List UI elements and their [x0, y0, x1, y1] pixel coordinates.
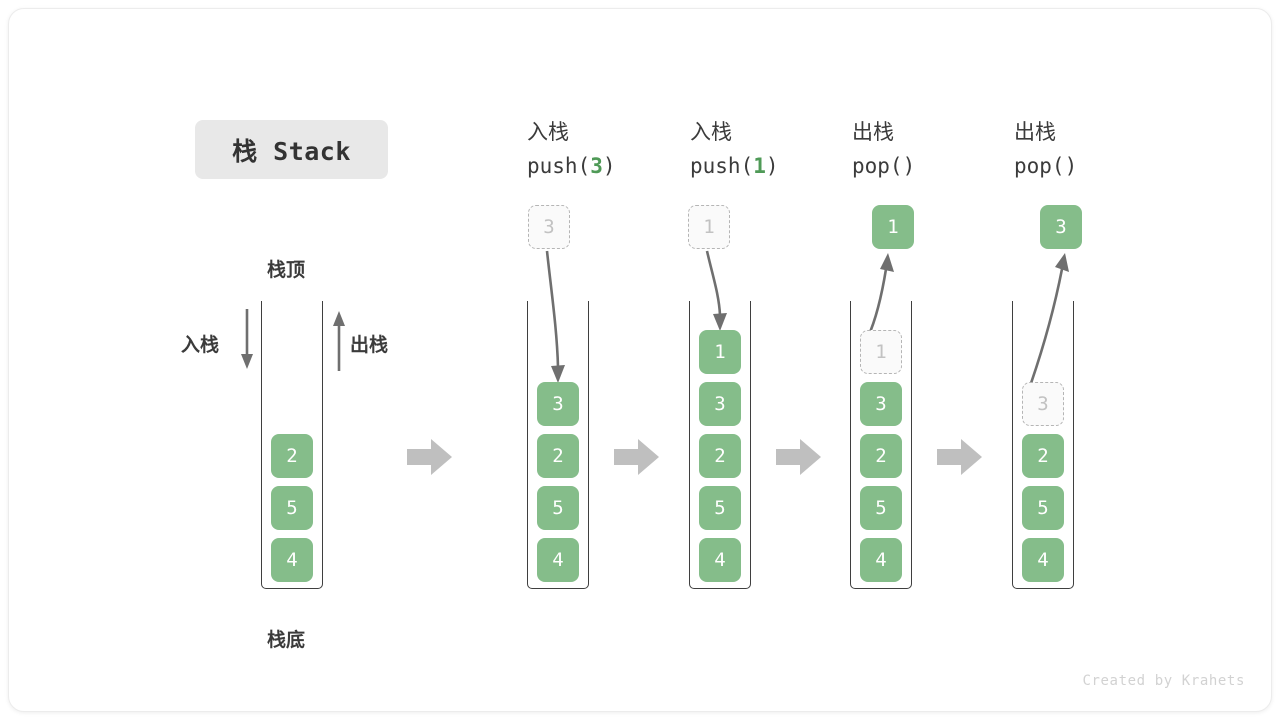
stack-cell: 2: [271, 434, 313, 478]
step-arrow-icon: [937, 439, 982, 475]
code-arg: 3: [590, 154, 603, 178]
stack-container-push-3: [527, 301, 589, 589]
code-prefix: pop(: [1014, 154, 1065, 178]
stack-container-push-1: [689, 301, 751, 589]
step-arrow-icon: [614, 439, 659, 475]
code-arg: 1: [753, 154, 766, 178]
floating-ghost-cell: 1: [688, 205, 730, 249]
popped-cell: 3: [1040, 205, 1082, 249]
stage-header-code: pop(): [852, 149, 915, 183]
stage-header-pop-3: 出栈 pop(): [1014, 115, 1077, 183]
stage-header-cn: 出栈: [852, 120, 894, 144]
stage-header-cn: 入栈: [690, 120, 732, 144]
stack-cell: 2: [699, 434, 741, 478]
code-suffix: ): [902, 154, 916, 178]
stage-header-cn: 入栈: [527, 120, 569, 144]
stack-cell: 2: [537, 434, 579, 478]
push-motion-arrow-icon: [705, 250, 727, 331]
stack-cell: 3: [860, 382, 902, 426]
stage-header-pop-1: 出栈 pop(): [852, 115, 915, 183]
stack-ghost-cell: 1: [860, 330, 902, 374]
stage-header-cn: 出栈: [1014, 120, 1056, 144]
code-prefix: push(: [527, 154, 591, 178]
pop-direction-arrow-icon: [333, 311, 345, 371]
step-arrow-icon: [407, 439, 452, 475]
stack-cell: 5: [699, 486, 741, 530]
stack-cell: 5: [537, 486, 579, 530]
stack-cell: 1: [699, 330, 741, 374]
stack-ghost-cell: 3: [1022, 382, 1064, 426]
diagram-title-chip: 栈 Stack: [195, 120, 388, 179]
push-direction-arrow-icon: [241, 309, 253, 369]
code-prefix: pop(: [852, 154, 903, 178]
stack-top-label: 栈顶: [267, 259, 306, 281]
stack-cell: 5: [271, 486, 313, 530]
stack-cell: 2: [860, 434, 902, 478]
code-suffix: ): [1064, 154, 1078, 178]
stack-container-initial: [261, 301, 323, 589]
code-prefix: push(: [690, 154, 754, 178]
stage-header-code: push(3): [527, 149, 616, 183]
pop-motion-arrow-icon: [1027, 253, 1069, 390]
step-arrow-icon: [776, 439, 821, 475]
stage-header-code: push(1): [690, 149, 779, 183]
stack-cell: 3: [537, 382, 579, 426]
push-side-label: 入栈: [181, 334, 220, 356]
pop-side-label: 出栈: [350, 334, 389, 356]
floating-ghost-cell: 3: [528, 205, 570, 249]
stack-cell: 2: [1022, 434, 1064, 478]
stack-container-pop-1: [850, 301, 912, 589]
stack-cell: 4: [271, 538, 313, 582]
footer-credit: Created by Krahets: [1082, 673, 1245, 689]
stack-container-pop-3: [1012, 301, 1074, 589]
stage-header-push-1: 入栈 push(1): [690, 115, 779, 183]
code-suffix: ): [765, 154, 779, 178]
stage-header-push-3: 入栈 push(3): [527, 115, 616, 183]
stack-bottom-label: 栈底: [267, 629, 306, 651]
diagram-card: 栈 Stack 栈顶 栈底 入栈 出栈 2 5 4 入栈 push(3) 3 3…: [8, 8, 1272, 712]
stack-cell: 3: [699, 382, 741, 426]
stack-cell: 4: [1022, 538, 1064, 582]
stack-cell: 4: [860, 538, 902, 582]
stack-cell: 4: [537, 538, 579, 582]
push-motion-arrow-icon: [545, 250, 565, 383]
stage-header-code: pop(): [1014, 149, 1077, 183]
stack-cell: 5: [860, 486, 902, 530]
page-title: 栈 Stack: [232, 136, 351, 166]
stack-cell: 4: [699, 538, 741, 582]
stack-cell: 5: [1022, 486, 1064, 530]
code-suffix: ): [602, 154, 616, 178]
popped-cell: 1: [872, 205, 914, 249]
